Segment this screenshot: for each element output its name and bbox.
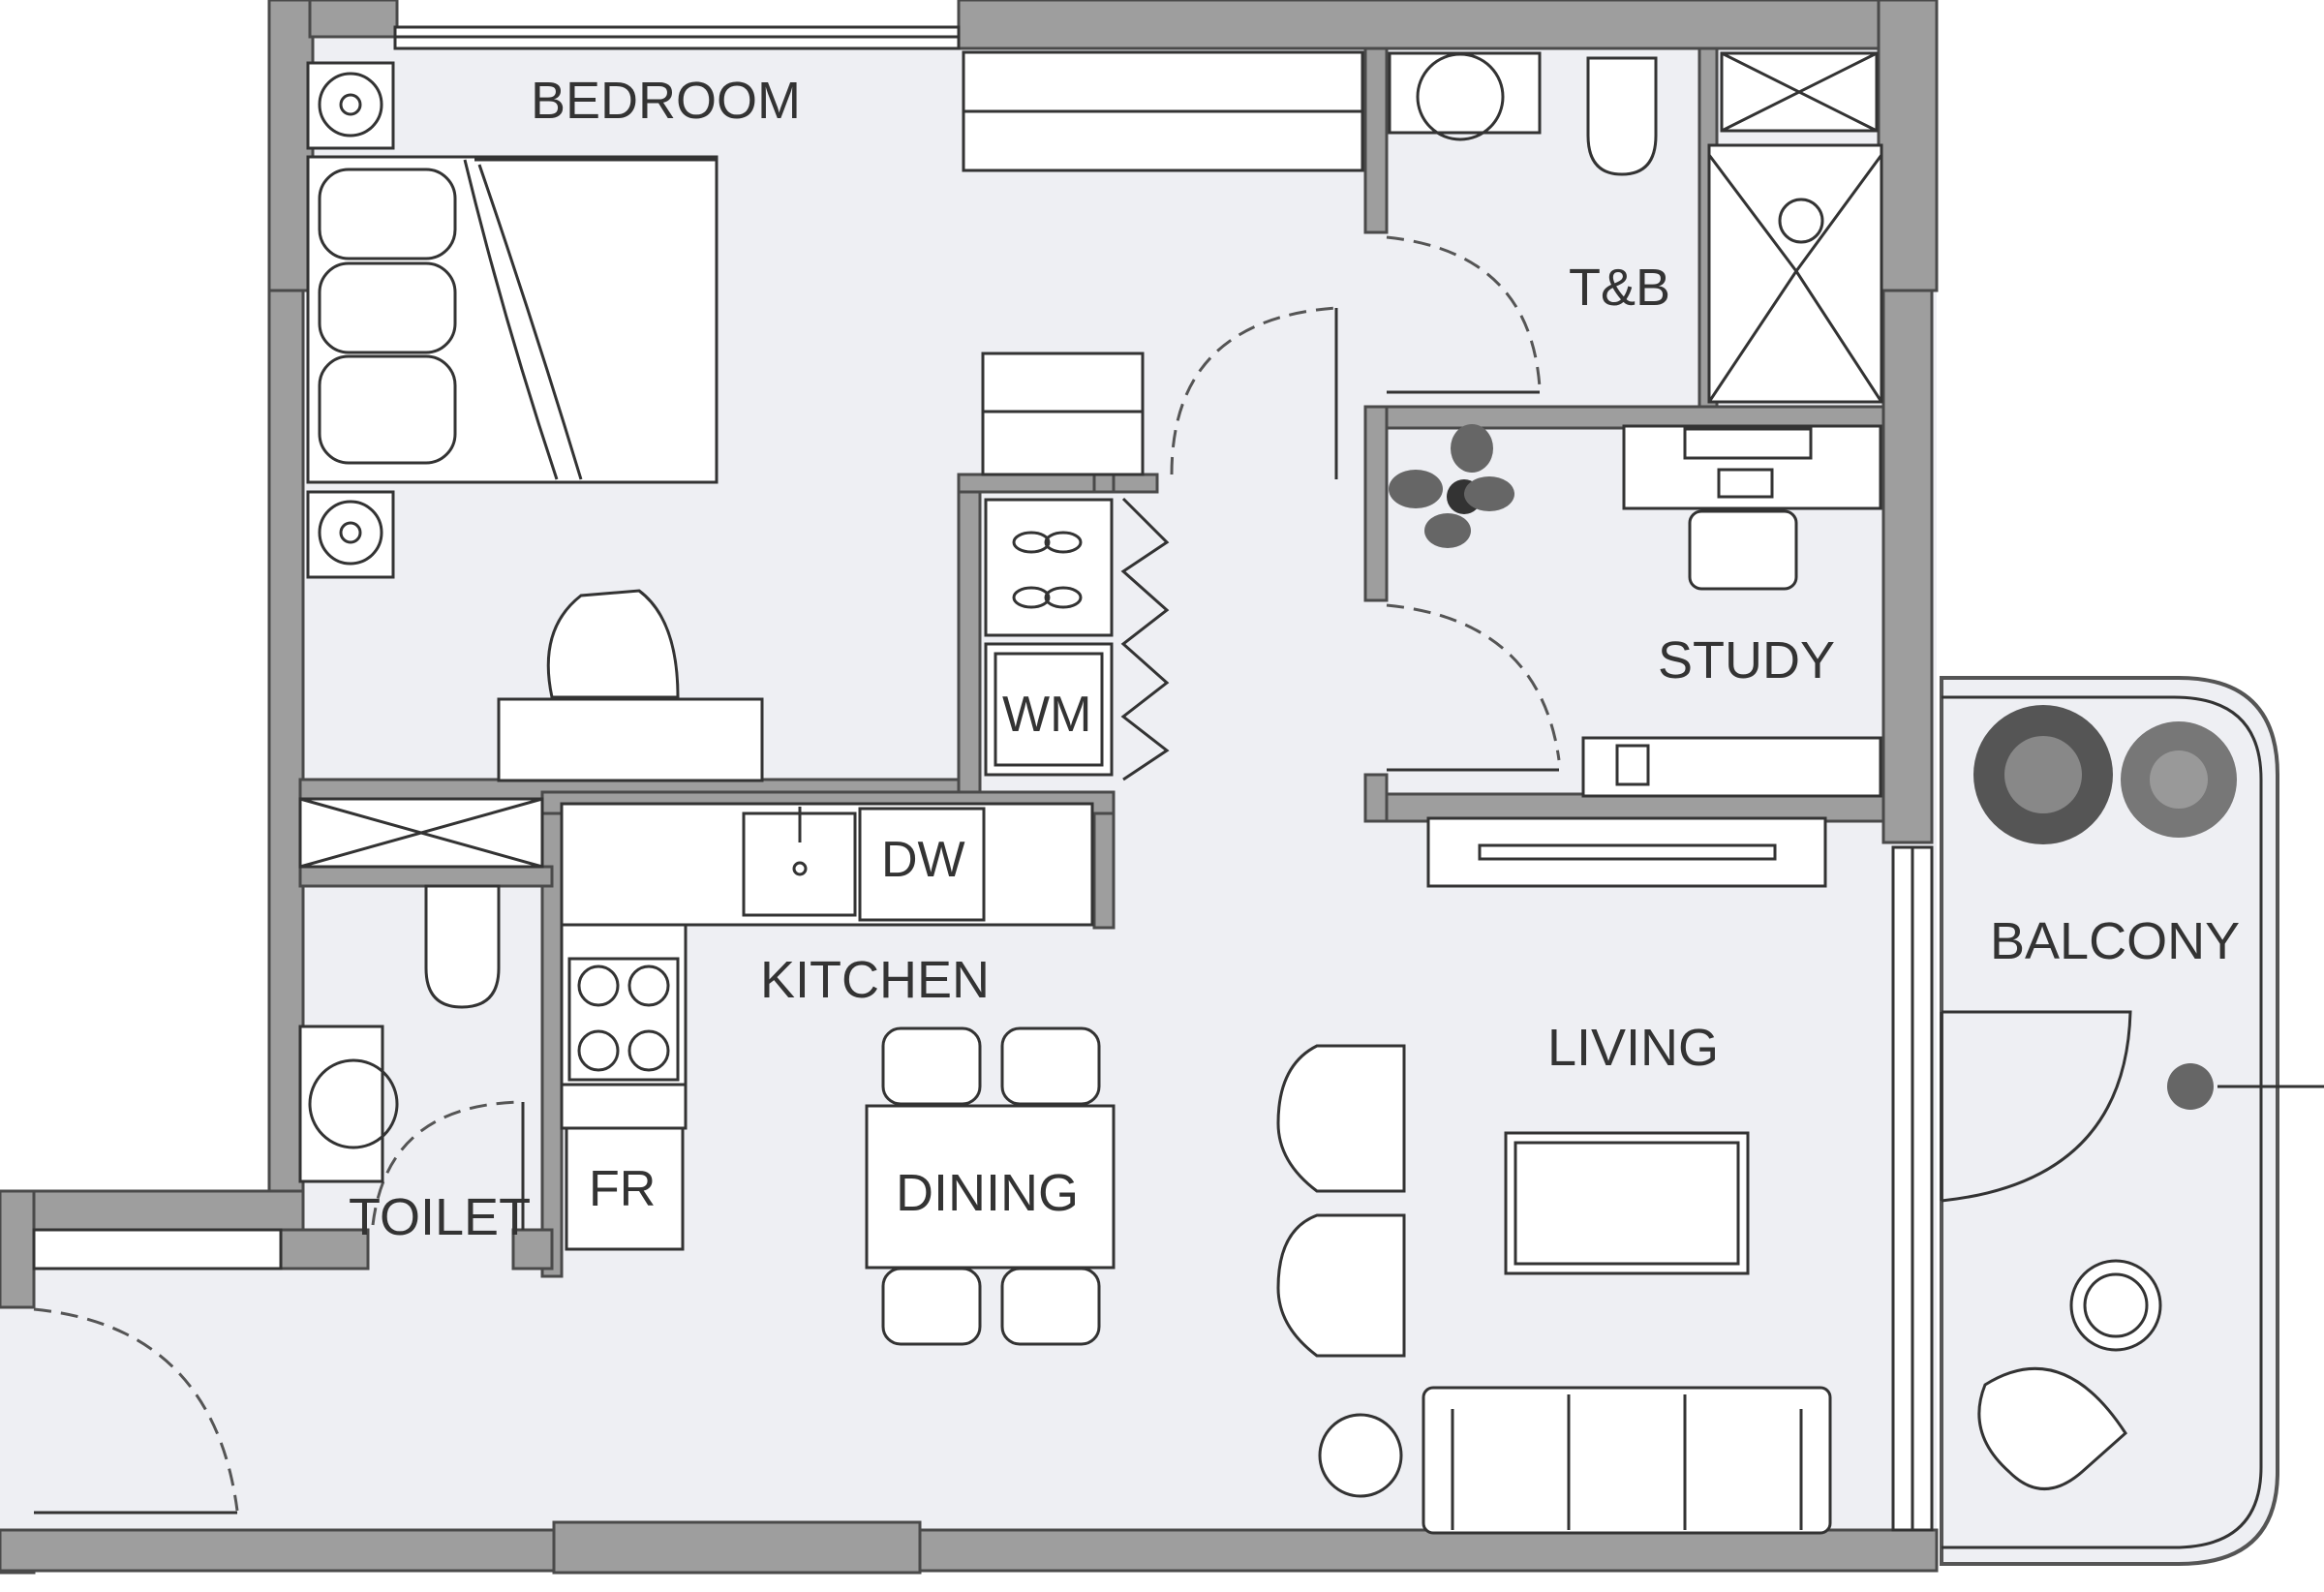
label-dining: DINING	[896, 1164, 1079, 1222]
stove	[567, 957, 680, 1082]
label-toilet: TOILET	[349, 1188, 531, 1246]
label-living: LIVING	[1547, 1019, 1719, 1077]
label-dishwasher: DW	[881, 832, 965, 888]
desk-with-bag	[497, 589, 764, 782]
armchair-1	[1276, 1044, 1406, 1193]
doors	[33, 235, 2324, 1515]
bed	[306, 155, 719, 484]
pillows	[318, 168, 457, 465]
nightstand-top	[306, 61, 395, 150]
washing-machine	[984, 642, 1114, 777]
label-study: STUDY	[1658, 631, 1835, 689]
label-tb: T&B	[1569, 259, 1670, 317]
label-washing-machine: WM	[1002, 687, 1091, 743]
toilet-fixtures	[298, 797, 544, 1183]
armchair-2	[1276, 1213, 1406, 1358]
dining-furniture	[865, 1026, 1116, 1346]
plant-study	[1389, 424, 1514, 548]
label-kitchen: KITCHEN	[760, 951, 990, 1009]
kitchen-furniture	[560, 802, 1094, 1251]
nightstand-bottom	[306, 490, 395, 579]
balcony-door-handle	[2167, 1063, 2214, 1110]
fridge	[565, 1126, 685, 1251]
folding-doors	[1120, 497, 1170, 781]
wardrobe-small	[981, 352, 1145, 476]
wardrobe-top	[962, 50, 1364, 172]
room-labels: BEDROOM T&B STUDY BALCONY KITCHEN LIVING…	[349, 72, 2240, 1246]
label-bedroom: BEDROOM	[531, 72, 801, 130]
label-fridge: FR	[589, 1161, 656, 1217]
windows	[32, 25, 1934, 1532]
tb-fixtures	[1388, 51, 1883, 404]
bedroom-furniture	[306, 50, 1364, 782]
study-furniture	[1389, 424, 1882, 888]
balcony-furniture	[1973, 705, 2237, 1490]
balcony-floor	[1940, 676, 2279, 1566]
shoe-cabinet	[984, 498, 1114, 637]
shower	[1707, 143, 1883, 404]
dishwasher	[858, 807, 986, 922]
sink	[742, 807, 857, 917]
living-furniture	[1276, 1044, 1832, 1535]
label-balcony: BALCONY	[1990, 912, 2240, 970]
walls	[0, 0, 1939, 1575]
sofa	[1422, 1386, 1832, 1535]
